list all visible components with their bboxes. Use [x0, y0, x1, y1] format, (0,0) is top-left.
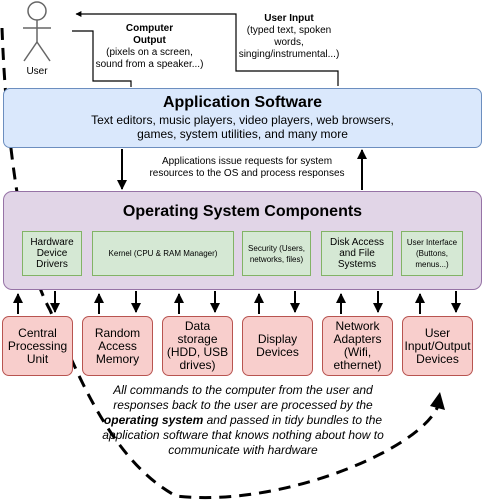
operating-system-title: Operating System Components [122, 203, 363, 220]
hardware-data-storage: Data storage (HDD, USB drives) [162, 316, 233, 376]
application-software-box: Application Software Text editors, music… [3, 88, 482, 148]
hardware-display: Display Devices [242, 316, 313, 376]
user-figure-icon [23, 1, 51, 62]
os-component-user-interface: User Interface (Buttons, menus...) [401, 231, 463, 276]
os-component-security: Security (Users, networks, files) [242, 231, 311, 276]
user-label: User [26, 66, 48, 77]
dashed-arrowhead-icon [430, 392, 445, 410]
os-component-disk-access: Disk Access and File Systems [321, 231, 393, 276]
caption-part-1: All commands to the computer from the us… [113, 383, 373, 412]
user-input-desc: (typed text, spoken words, singing/instr… [238, 25, 340, 60]
caption-part-2: and passed in tidy bundles to the applic… [102, 413, 384, 457]
hardware-cpu: Central Processing Unit [2, 316, 73, 376]
dashed-flow-arrow [0, 27, 440, 500]
computer-output-note: Computer Output (pixels on a screen, sou… [92, 23, 207, 71]
os-component-kernel: Kernel (CPU & RAM Manager) [92, 231, 234, 276]
computer-output-title: Computer Output [125, 23, 174, 46]
os-hardware-arrows [13, 291, 461, 314]
hardware-ram: Random Access Memory [82, 316, 153, 376]
application-software-title: Application Software [162, 94, 323, 111]
user-input-title: User Input [264, 13, 314, 24]
caption-text: All commands to the computer from the us… [100, 383, 386, 458]
hardware-network: Network Adapters (Wifi, ethernet) [322, 316, 393, 376]
computer-output-line [72, 30, 132, 87]
computer-output-desc: (pixels on a screen, sound from a speake… [95, 47, 204, 70]
caption-bold: operating system [103, 413, 204, 427]
hardware-io-devices: User Input/Output Devices [402, 316, 473, 376]
os-component-drivers: Hardware Device Drivers [22, 231, 82, 276]
user-input-note: User Input (typed text, spoken words, si… [234, 13, 344, 61]
user-input-arrow [75, 11, 339, 86]
requests-note: Applications issue requests for system r… [149, 156, 345, 179]
application-software-desc: Text editors, music players, video playe… [91, 113, 394, 141]
